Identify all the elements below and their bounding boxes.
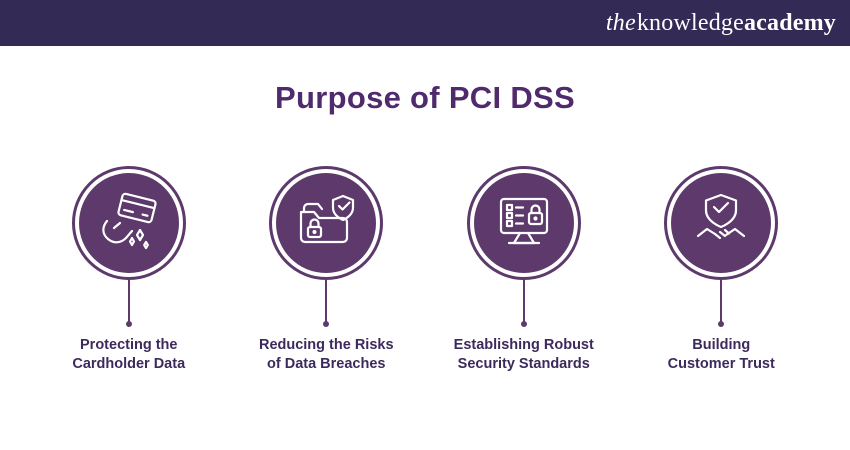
connector-dot [323, 321, 330, 327]
connector-line [325, 280, 328, 322]
icon-badge [466, 166, 581, 280]
icon-badge [71, 166, 186, 280]
connector-line [522, 280, 525, 322]
items-row: Protecting the Cardholder Data [0, 166, 850, 374]
monitor-checklist-lock-icon [499, 197, 548, 245]
item-label: Reducing the Risks of Data Breaches [258, 337, 394, 372]
brand-logo: theknowledgeacademy [606, 10, 836, 37]
folder-lock-shield-icon [300, 194, 355, 244]
icon-badge [664, 166, 779, 280]
item-protecting-cardholder-data: Protecting the Cardholder Data [30, 166, 228, 374]
logo-the: the [605, 9, 636, 36]
infographic-body: Purpose of PCI DSS [0, 80, 850, 374]
connector-dot [520, 321, 527, 327]
icon-badge [269, 166, 384, 280]
page-title: Purpose of PCI DSS [275, 80, 575, 115]
item-robust-security-standards: Establishing Robust Security Standards [425, 166, 623, 374]
item-building-customer-trust: Building Customer Trust [623, 166, 821, 374]
connector-line [720, 280, 723, 322]
top-bar: theknowledgeacademy [0, 0, 850, 46]
connector-dot [125, 321, 132, 327]
item-label: Building Customer Trust [667, 337, 775, 372]
logo-knowledge: knowledge [636, 9, 744, 36]
item-label: Protecting the Cardholder Data [72, 337, 186, 372]
item-label: Establishing Robust Security Standards [453, 337, 594, 372]
shield-handshake-icon [697, 193, 746, 240]
logo-academy: academy [743, 9, 836, 36]
connector-dot [718, 321, 725, 327]
connector-line [127, 280, 130, 322]
item-reducing-data-breach-risks: Reducing the Risks of Data Breaches [228, 166, 426, 374]
hand-credit-card-icon [102, 192, 157, 250]
